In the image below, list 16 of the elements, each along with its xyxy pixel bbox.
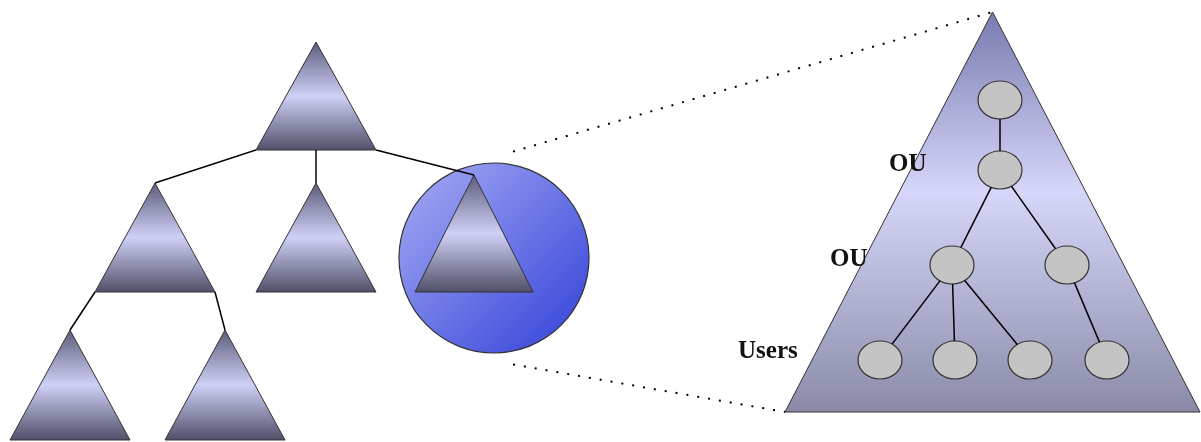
connector-line: [1010, 185, 1057, 250]
connector-line: [375, 149, 475, 176]
connector-line: [214, 291, 226, 331]
level-label: OU: [830, 245, 868, 270]
level-label: OU: [889, 150, 927, 175]
connector-line: [315, 149, 317, 184]
connector-line: [69, 291, 96, 331]
connector-line: [1073, 282, 1101, 343]
connector-line: [999, 118, 1001, 152]
zoom-guide-line: [512, 363, 786, 413]
level-label: Users: [738, 337, 798, 362]
connector-line: [891, 280, 941, 345]
connector-line: [951, 283, 956, 342]
connector-line: [964, 279, 1018, 346]
connector-line: [154, 149, 257, 184]
connector-line: [960, 186, 992, 249]
